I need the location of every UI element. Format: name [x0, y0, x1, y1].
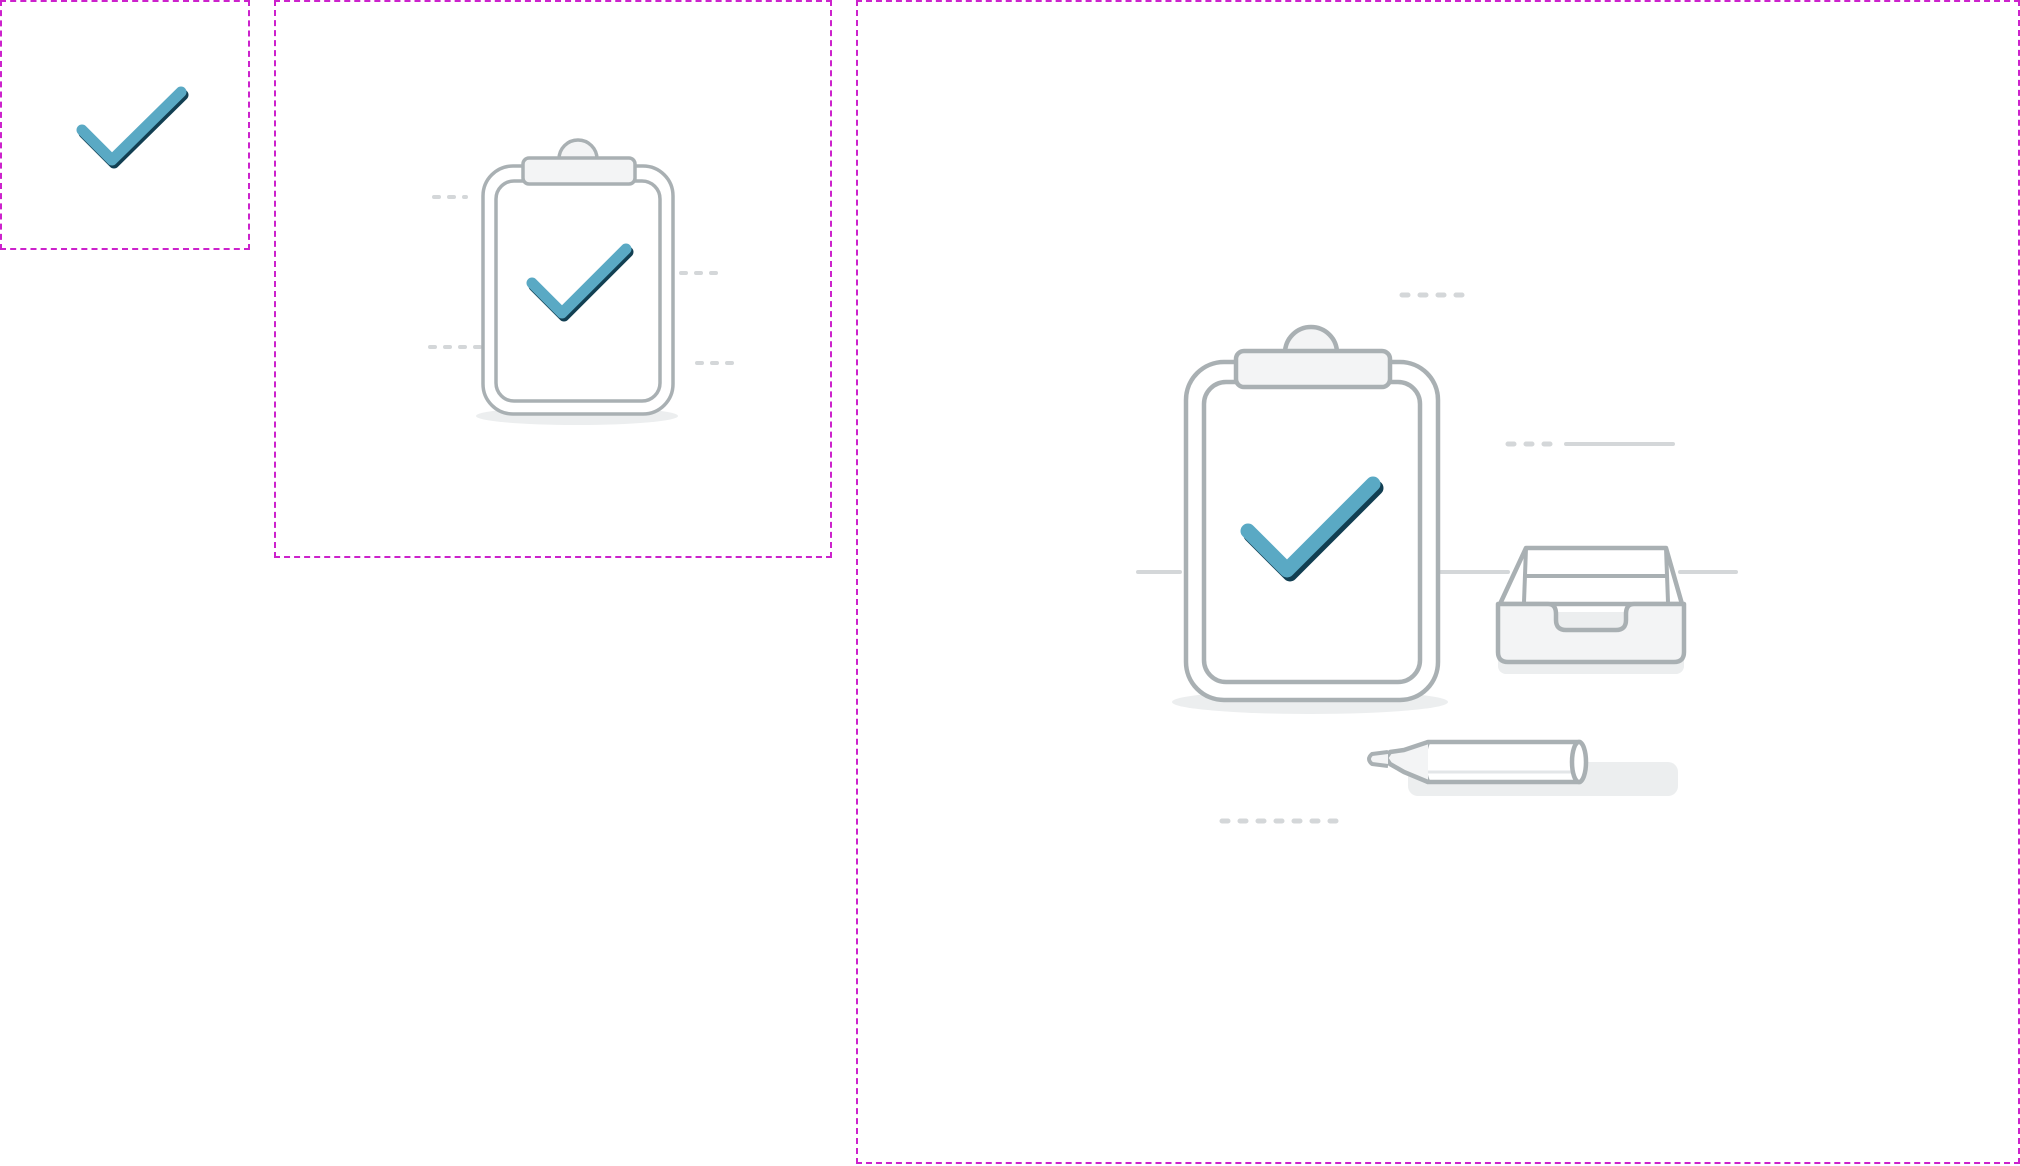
clipboard-icon: [1183, 324, 1441, 703]
icon-frame-medium: [274, 0, 832, 558]
dash-decorations: [428, 195, 741, 365]
clipboard-icon: [481, 138, 675, 416]
icon-frame-small: [0, 0, 250, 250]
baseline-lines: [1136, 442, 1738, 574]
clipboard-illustration-large: [1136, 292, 1738, 824]
icon-frame-large: [856, 0, 2020, 1164]
clipboard-illustration-medium: [428, 138, 741, 425]
check-icon: [76, 86, 189, 169]
inbox-tray-icon: [1495, 545, 1687, 674]
check-icon: [1240, 476, 1384, 582]
dash-decorations: [1219, 292, 1556, 824]
marker-pen-icon: [1367, 739, 1678, 796]
check-icon: [526, 243, 634, 322]
